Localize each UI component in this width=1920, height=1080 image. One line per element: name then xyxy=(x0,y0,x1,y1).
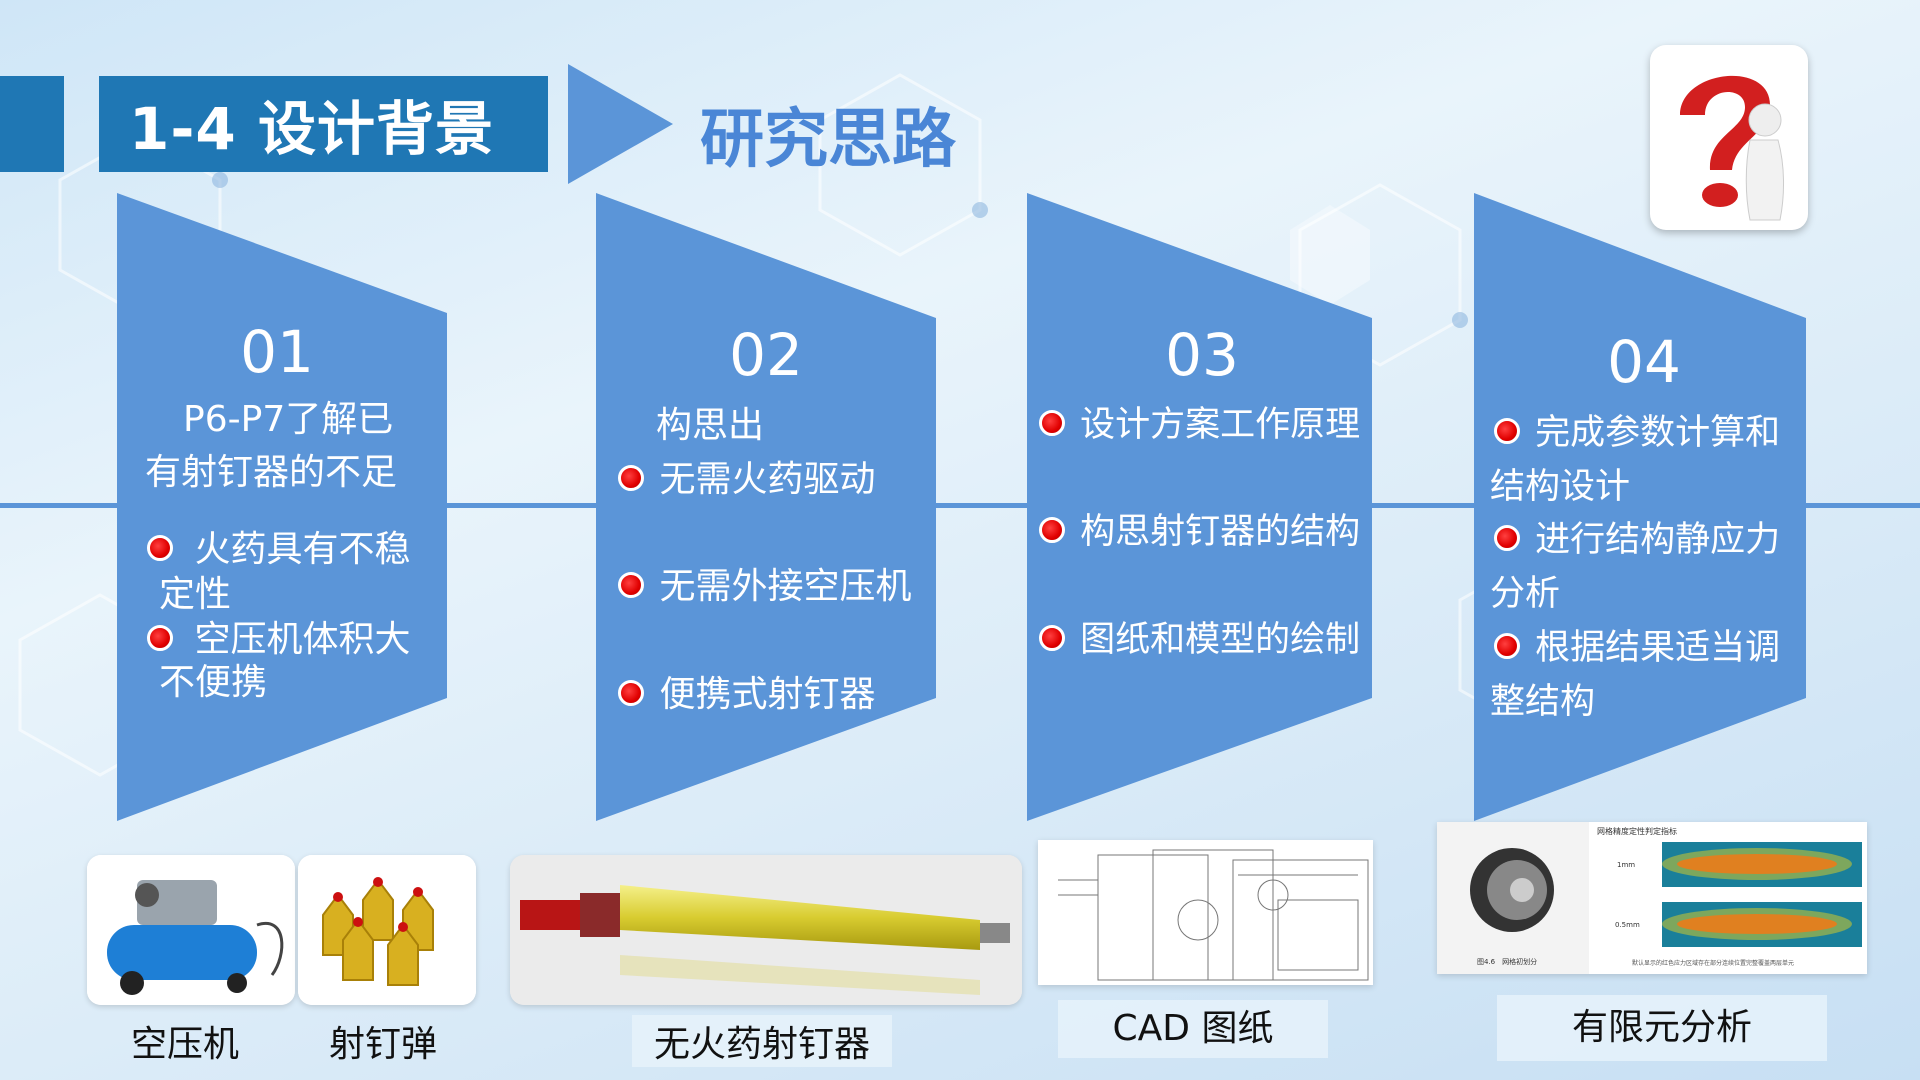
nail-cartridge-image xyxy=(298,855,476,1005)
red-dot-bullet-icon xyxy=(1039,410,1065,436)
cad-drawing-image xyxy=(1038,840,1373,985)
step-panel-shape xyxy=(1027,193,1372,821)
red-dot-bullet-icon xyxy=(1039,517,1065,543)
step-text: 无需外接空压机 xyxy=(659,566,912,607)
step-panel-shape xyxy=(1474,193,1806,821)
bullet-line: 根据结果适当调 xyxy=(1494,621,1780,675)
bullet-line: 无需火药驱动 xyxy=(618,453,875,507)
red-dot-bullet-icon xyxy=(1494,418,1520,444)
step-number: 01 xyxy=(240,318,314,386)
fea-mesh-05mm: 0.5mm xyxy=(1615,921,1640,929)
step-text: 便携式射钉器 xyxy=(659,674,876,715)
air-compressor-image xyxy=(87,855,295,1005)
step-panel-shape xyxy=(117,193,447,821)
step-text: 整结构 xyxy=(1490,682,1596,722)
step-01: 01 P6-P7了解已 有射钉器的不足 火药具有不稳 定性 空压机体积大 不便携 xyxy=(117,193,457,821)
fea-figure-caption: 图4.6 网格初划分 xyxy=(1477,957,1537,966)
step-text: 无需火药驱动 xyxy=(659,459,876,500)
red-dot-bullet-icon xyxy=(618,465,644,491)
bullet-line: 图纸和模型的绘制 xyxy=(1039,613,1360,667)
question-mark-figure-icon xyxy=(1650,45,1808,230)
bullet-line: 空压机体积大 xyxy=(147,613,410,667)
step-text: 设计方案工作原理 xyxy=(1080,405,1361,445)
caption-compressor: 空压机 xyxy=(130,1024,239,1065)
red-dot-bullet-icon xyxy=(1494,525,1520,551)
caption-nail-gun: 无火药射钉器 xyxy=(632,1015,892,1067)
step-text: 图纸和模型的绘制 xyxy=(1080,620,1361,660)
timeline-line xyxy=(0,503,1920,508)
step-04: 04 完成参数计算和 结构设计 进行结构静应力 分析 根据结果适当调 整结构 xyxy=(1474,193,1814,821)
step-number: 03 xyxy=(1165,321,1239,389)
bullet-line: 进行结构静应力 xyxy=(1494,513,1780,567)
step-text: 定性 xyxy=(159,574,232,615)
red-dot-bullet-icon xyxy=(147,625,173,651)
red-dot-bullet-icon xyxy=(618,572,644,598)
page-subtitle: 研究思路 xyxy=(700,103,956,177)
step-text: P6-P7了解已 xyxy=(183,399,394,440)
step-03: 03 设计方案工作原理 构思射钉器的结构 图纸和模型的绘制 xyxy=(1027,193,1377,821)
nail-gun-model-image xyxy=(510,855,1022,1005)
section-title: 1-4 设计背景 xyxy=(129,95,494,163)
step-number: 02 xyxy=(729,321,803,389)
step-text: 结构设计 xyxy=(1490,467,1631,507)
step-panel-shape xyxy=(596,193,936,821)
step-text: 有射钉器的不足 xyxy=(145,452,398,493)
step-text: 完成参数计算和 xyxy=(1535,413,1781,453)
fea-mesh-1mm: 1mm xyxy=(1617,861,1635,869)
step-text: 构思射钉器的结构 xyxy=(1080,512,1361,552)
step-number: 04 xyxy=(1607,328,1681,396)
step-text: 火药具有不稳 xyxy=(194,529,411,570)
step-text: 空压机体积大 xyxy=(194,619,411,660)
bullet-line: 火药具有不稳 xyxy=(147,523,410,577)
bullet-line: 便携式射钉器 xyxy=(618,668,875,722)
fea-note: 默认显示的红色应力区域存在部分连续位置完整覆盖两层单元 xyxy=(1632,959,1794,967)
fea-title: 网格精度定性判定指标 xyxy=(1597,826,1677,836)
step-text: 根据结果适当调 xyxy=(1535,628,1781,668)
bullet-line: 无需外接空压机 xyxy=(618,560,911,614)
red-dot-bullet-icon xyxy=(1494,633,1520,659)
red-dot-bullet-icon xyxy=(1039,625,1065,651)
caption-cad: CAD 图纸 xyxy=(1058,1000,1328,1058)
red-dot-bullet-icon xyxy=(147,535,173,561)
step-02: 02 构思出 无需火药驱动 无需外接空压机 便携式射钉器 xyxy=(596,193,936,821)
step-text: 不便携 xyxy=(159,662,268,703)
fea-analysis-image: 网格精度定性判定指标 1mm 0.5mm 图4.6 网格初划分 默认显示的红色应… xyxy=(1437,822,1867,974)
title-accent-bar xyxy=(0,76,64,172)
step-text: 分析 xyxy=(1490,574,1561,614)
title-arrow-icon xyxy=(568,64,673,184)
bullet-line: 构思射钉器的结构 xyxy=(1039,505,1360,559)
red-dot-bullet-icon xyxy=(618,680,644,706)
caption-fea: 有限元分析 xyxy=(1497,995,1827,1061)
section-title-box: 1-4 设计背景 xyxy=(99,76,548,172)
step-text: 构思出 xyxy=(656,405,765,446)
bullet-line: 完成参数计算和 xyxy=(1494,406,1780,460)
step-text: 进行结构静应力 xyxy=(1535,520,1781,560)
bullet-line: 设计方案工作原理 xyxy=(1039,398,1360,452)
caption-cartridge: 射钉弹 xyxy=(328,1024,437,1065)
